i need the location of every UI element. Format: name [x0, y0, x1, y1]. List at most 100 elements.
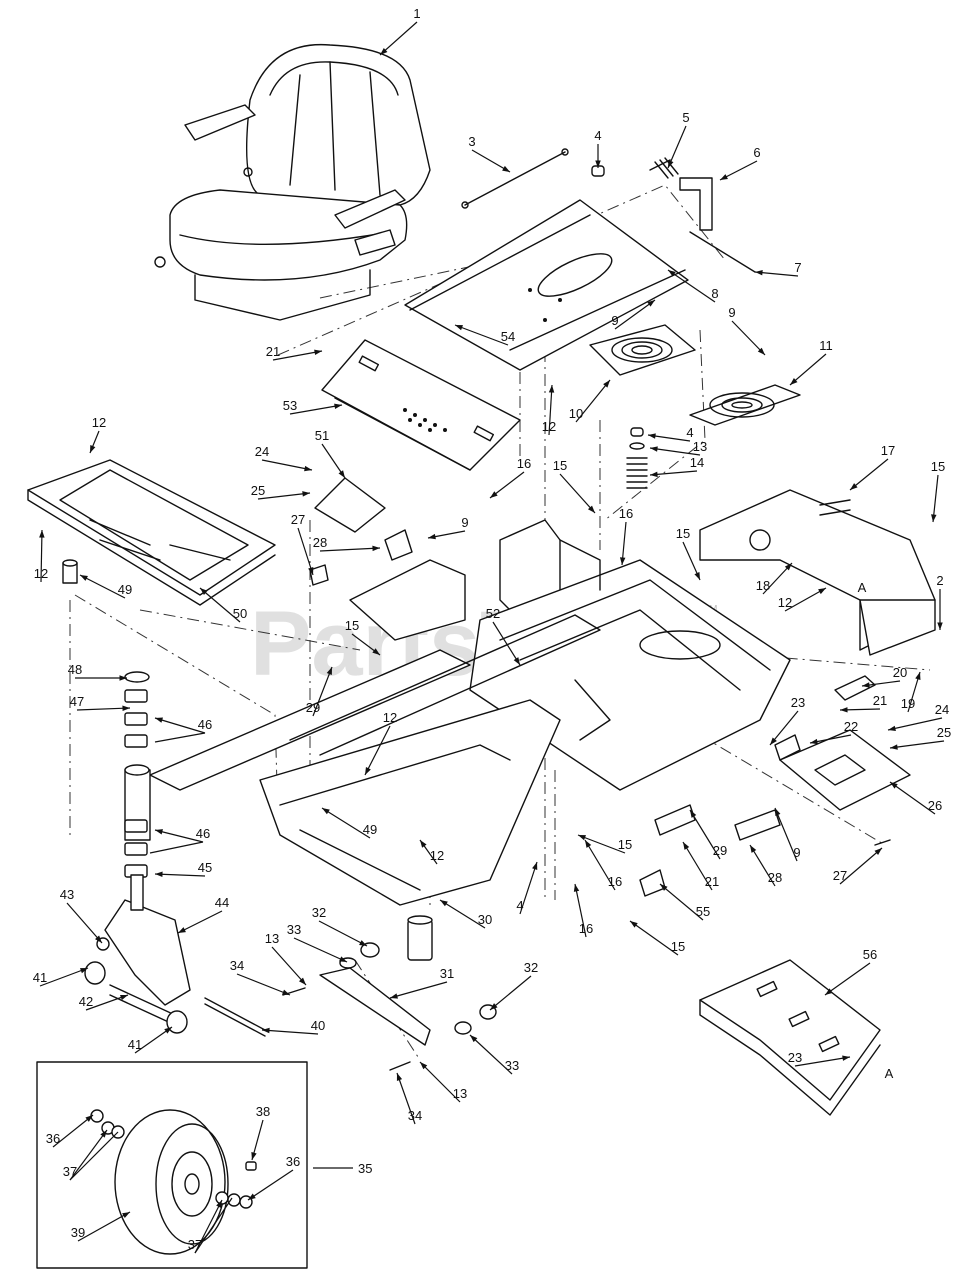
callout-c21a: 21 [266, 344, 323, 361]
callout-arrowhead [155, 829, 163, 835]
callout-label: 27 [291, 512, 305, 527]
callout-c55: 55 [659, 883, 710, 921]
callout-label: 39 [71, 1225, 85, 1240]
callout-arrowhead [122, 1212, 130, 1219]
callout-leader [134, 1026, 173, 1054]
spindle-stack [96, 671, 191, 1006]
callout-arrowhead [548, 385, 555, 393]
callout-label: 16 [608, 874, 622, 889]
callout-c4a: 4 [594, 128, 602, 168]
callout-arrowhead [200, 588, 208, 595]
callout-arrowhead [862, 682, 870, 688]
callout-leader [236, 973, 291, 996]
callout-arrowhead [668, 270, 676, 277]
callout-label: 1 [413, 6, 420, 21]
callout-c18: 18 [756, 562, 793, 595]
callout-label: 46 [198, 717, 212, 732]
callout-c27b: 27 [833, 847, 883, 885]
callout-c49b: 49 [321, 807, 377, 839]
callout-leader [548, 384, 553, 436]
callout-leader [154, 717, 206, 734]
callout-leader [199, 587, 241, 623]
callout-label: 36 [286, 1154, 300, 1169]
callout-arrowhead [302, 491, 310, 497]
callout-arrowhead [428, 533, 436, 540]
callout-c34b: 34 [396, 1072, 422, 1125]
callout-label: 33 [505, 1058, 519, 1073]
callout-leader [575, 379, 611, 423]
callout-leader [379, 21, 418, 56]
callout-arrowhead [304, 465, 312, 472]
callout-c33a: 33 [287, 922, 348, 963]
callout-label: 28 [313, 535, 327, 550]
callout-arrowhead [365, 767, 371, 775]
callout-c15f: 15 [629, 920, 685, 956]
callout-leader [396, 1072, 416, 1125]
callout-leader [889, 781, 936, 815]
callout-c14: 14 [649, 455, 704, 478]
callout-label: 43 [60, 887, 74, 902]
callout-label: 21 [266, 344, 280, 359]
callout-arrowhead [775, 808, 781, 816]
spring-plates [589, 324, 801, 426]
callout-arrowhead [455, 325, 463, 331]
callout-label: 8 [711, 286, 718, 301]
callout-arrowhead [931, 514, 937, 522]
callout-label: 31 [440, 966, 454, 981]
callout-arrowhead [532, 862, 538, 870]
callout-arrowhead [810, 738, 818, 745]
callout-arrowhead [578, 835, 586, 841]
callout-cA1: A [858, 580, 867, 595]
callout-leader [79, 574, 126, 599]
rear-guard-part [699, 959, 881, 1116]
spring-stack [626, 427, 648, 489]
callout-leader [749, 844, 776, 887]
callout-leader [649, 447, 701, 456]
callout-cA2: A [885, 1066, 894, 1081]
callout-arrowhead [216, 1200, 222, 1208]
seat-part [154, 43, 431, 321]
callout-arrowhead [490, 491, 498, 498]
callout-leader [312, 666, 333, 717]
callout-c46a: 46 [154, 717, 212, 734]
callout-arrowhead [660, 884, 668, 891]
callout-label: 12 [383, 710, 397, 725]
callout-leader [177, 910, 223, 934]
footrest-part [27, 459, 276, 606]
callout-label: 41 [128, 1037, 142, 1052]
callout-label: 33 [287, 922, 301, 937]
callout-label: 15 [618, 837, 632, 852]
callout-c46b: 46 [154, 826, 210, 843]
callout-c25a: 25 [251, 483, 311, 500]
callout-leader [932, 474, 939, 523]
callout-label: 28 [768, 870, 782, 885]
callout-c26: 26 [889, 781, 942, 815]
callout-label: 15 [931, 459, 945, 474]
callout-arrowhead [603, 380, 610, 388]
callout-arrowhead [650, 446, 658, 452]
callout-c34a: 34 [230, 958, 291, 996]
callout-c29b: 29 [689, 809, 727, 860]
callout-arrowhead [937, 622, 943, 630]
callout-leader [247, 1169, 294, 1201]
callout-leader [667, 269, 716, 303]
callout-label: 53 [283, 398, 297, 413]
callout-c36b: 36 [247, 1154, 300, 1201]
callout-leader [667, 125, 687, 169]
extra-leader-l37a2 [69, 1131, 119, 1181]
callout-label: 27 [833, 868, 847, 883]
callout-arrowhead [80, 575, 88, 581]
callout-c13a: 13 [649, 439, 707, 456]
callout-leader [849, 458, 889, 491]
callout-label: 18 [756, 578, 770, 593]
callout-label: 36 [46, 1131, 60, 1146]
callout-arrowhead [308, 567, 314, 575]
extra-leader-l46b2 [149, 841, 204, 854]
callout-label: 2 [936, 573, 943, 588]
callout-arrowhead [850, 483, 858, 490]
axle-parts [84, 961, 266, 1037]
callout-arrowhead [334, 403, 342, 409]
callout-arrowhead [314, 349, 322, 356]
callout-leader [39, 967, 89, 987]
callout-arrowhead [587, 505, 595, 513]
